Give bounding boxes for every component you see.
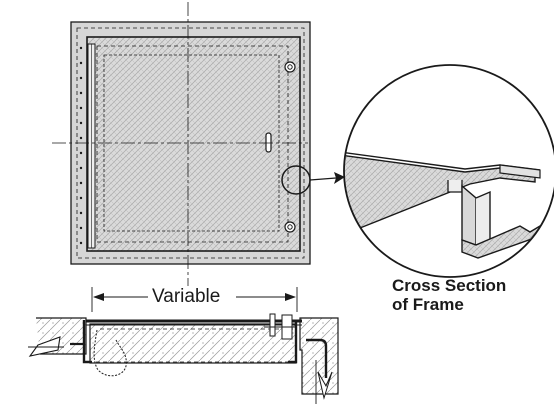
right-wall-section <box>299 317 339 395</box>
cam-lock-bottom <box>284 221 296 233</box>
door-handle <box>265 132 272 153</box>
variable-dimension <box>91 287 298 312</box>
cam-lock-top <box>284 61 296 73</box>
door-panel <box>86 36 301 252</box>
center-lines <box>52 2 308 288</box>
door-panel-section <box>89 323 297 364</box>
door-plan-view <box>52 2 345 288</box>
door-section-view <box>28 313 339 404</box>
caption-line-1: Cross Section <box>392 276 507 295</box>
cross-section-caption: Cross Section of Frame <box>392 276 506 314</box>
section-latch <box>264 313 296 340</box>
frame-lip <box>447 180 463 193</box>
panel-dashed-outline <box>96 45 289 243</box>
right-anchor <box>306 338 328 378</box>
caption-line-2: of Frame <box>392 295 464 314</box>
anchor-holes <box>79 46 83 245</box>
dimension-label-variable: Variable <box>148 286 225 308</box>
callout-arrow <box>334 172 345 184</box>
cross-section-detail <box>343 64 554 278</box>
